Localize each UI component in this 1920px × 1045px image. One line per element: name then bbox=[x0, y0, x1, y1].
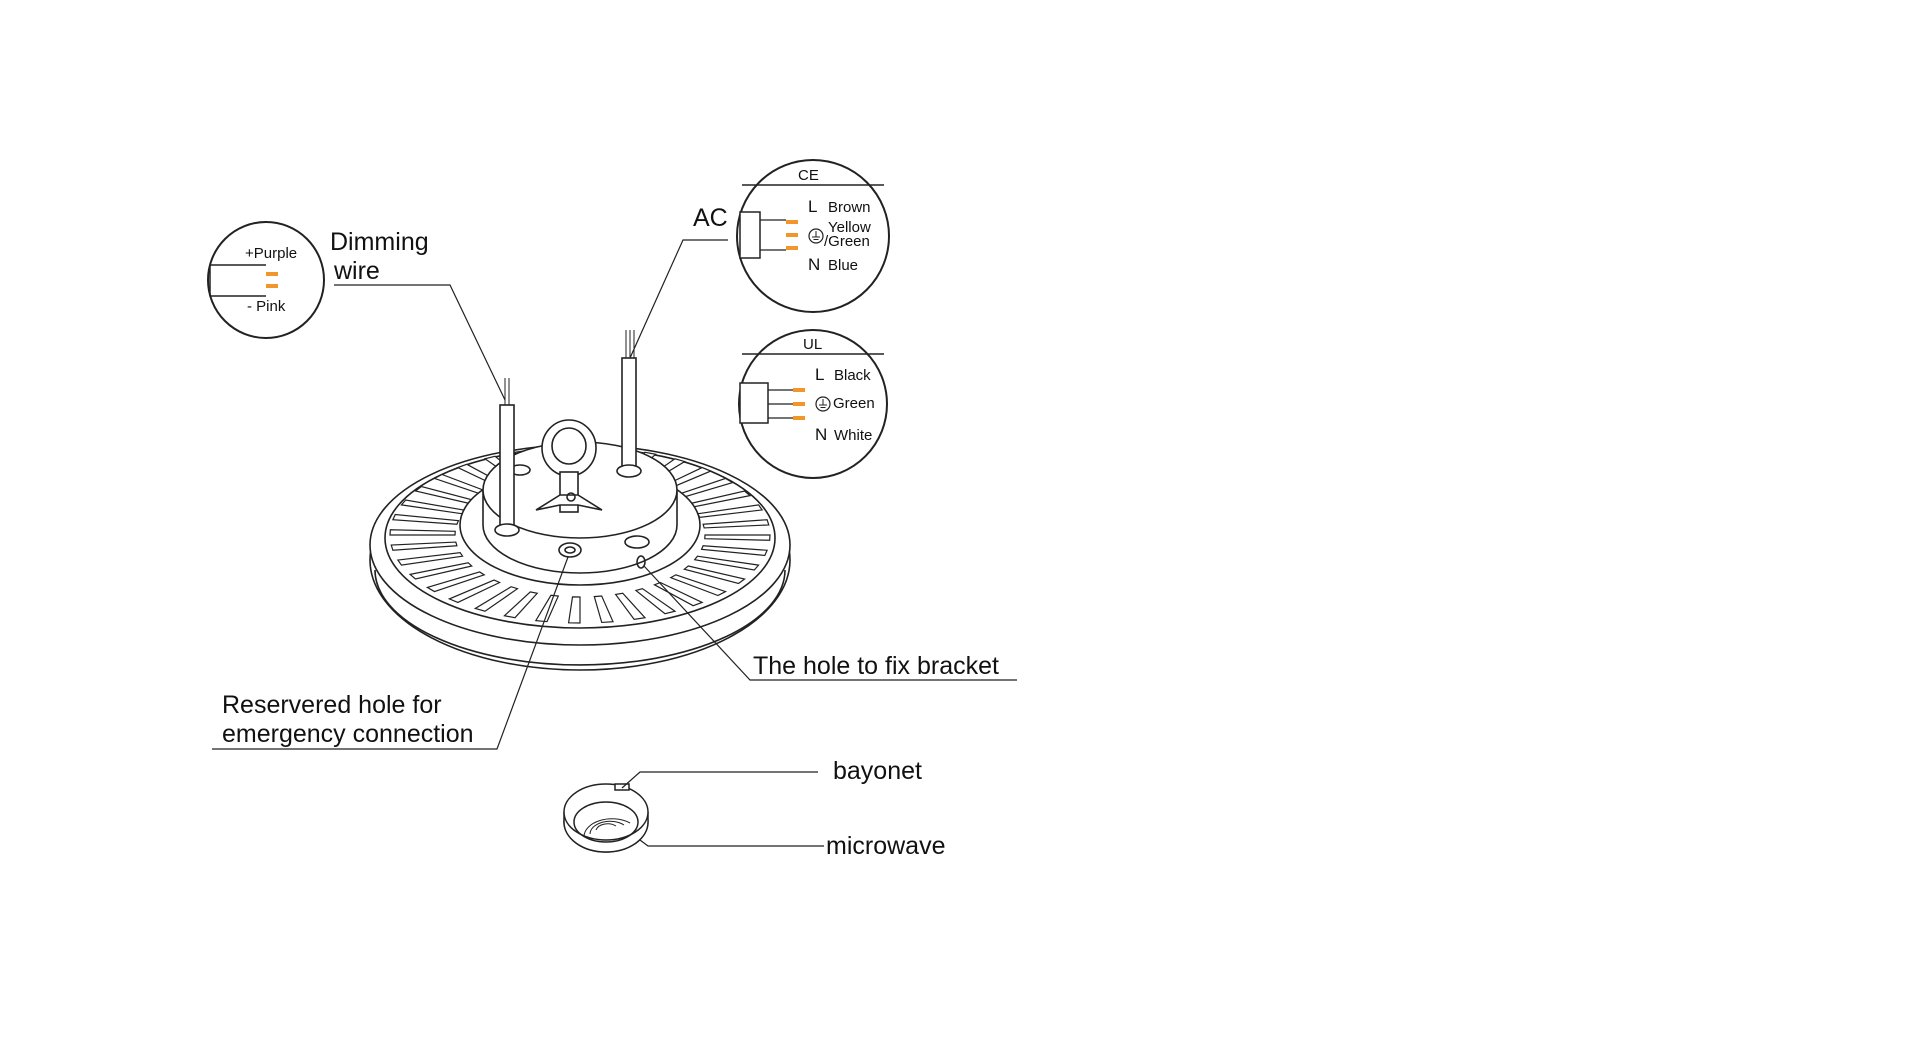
heat-sink-fin bbox=[593, 595, 614, 624]
emergency-label-line1: Reservered hole for bbox=[222, 691, 442, 719]
heat-sink-fin bbox=[669, 574, 728, 597]
bracket-leader-line bbox=[643, 565, 1017, 681]
heat-sink-fin bbox=[425, 571, 486, 593]
heat-sink-fin bbox=[396, 552, 464, 566]
ce-n-mark: N bbox=[808, 255, 820, 274]
ce-detail-circle: CE L Brown Yellow /Green N Blue bbox=[736, 159, 890, 313]
heat-sink-fin bbox=[503, 591, 539, 619]
ul-white-label: White bbox=[834, 427, 872, 444]
microwave-sensor-illustration bbox=[563, 783, 649, 853]
heat-sink-fin bbox=[473, 586, 519, 612]
dimming-label-line1: Dimming bbox=[330, 228, 429, 256]
bayonet-leader-line bbox=[621, 771, 818, 789]
emergency-label-line2: emergency connection bbox=[222, 720, 474, 748]
heat-sink-fin bbox=[567, 596, 581, 624]
pink-wire-tip bbox=[266, 284, 278, 288]
heat-sink-fin bbox=[704, 534, 771, 541]
bayonet-tab bbox=[614, 783, 630, 791]
ac-leader-line bbox=[629, 239, 728, 359]
bracket-hole-label: The hole to fix bracket bbox=[753, 652, 999, 680]
heat-sink-fin bbox=[693, 555, 760, 571]
emergency-leader-line bbox=[212, 556, 569, 750]
heat-sink-fin bbox=[408, 562, 473, 580]
heat-sink-fin bbox=[702, 519, 770, 529]
ce-brown-label: Brown bbox=[828, 199, 871, 216]
ce-earth-icon bbox=[808, 228, 824, 244]
ul-green-label: Green bbox=[833, 395, 875, 412]
microwave-leader-line bbox=[639, 839, 824, 847]
ul-earth-icon bbox=[815, 396, 831, 412]
ul-l-mark: L bbox=[815, 365, 824, 384]
heat-sink-fin bbox=[700, 545, 769, 557]
heat-sink-fin bbox=[447, 579, 502, 604]
ce-l-mark: L bbox=[808, 197, 817, 216]
ul-title: UL bbox=[803, 336, 822, 353]
purple-wire-tip bbox=[266, 272, 278, 276]
ce-title: CE bbox=[798, 167, 819, 184]
dimming-plus-label: +Purple bbox=[245, 245, 297, 262]
ul-detail-circle: UL L Black Green N White bbox=[738, 329, 888, 479]
dimming-leader-line bbox=[334, 284, 506, 401]
heat-sink-fin bbox=[390, 541, 458, 551]
heat-sink-fin bbox=[653, 581, 704, 607]
ce-yellow-label: Yellow bbox=[828, 219, 871, 236]
heat-sink-fin bbox=[391, 513, 460, 525]
bayonet-label: bayonet bbox=[833, 757, 922, 785]
ul-black-label: Black bbox=[834, 367, 871, 384]
ul-n-mark: N bbox=[815, 425, 827, 444]
microwave-label: microwave bbox=[826, 832, 945, 860]
dimming-label-line2: wire bbox=[333, 257, 380, 285]
heat-sink-fin bbox=[634, 588, 677, 615]
bracket-hole bbox=[636, 555, 646, 569]
dimming-minus-label: - Pink bbox=[247, 298, 286, 315]
ce-green-label: /Green bbox=[824, 233, 870, 250]
ac-label: AC bbox=[693, 204, 728, 232]
ce-blue-label: Blue bbox=[828, 257, 858, 274]
heat-sink-fin bbox=[389, 529, 456, 536]
heat-sink-fin bbox=[614, 592, 647, 620]
high-bay-lamp-illustration bbox=[369, 330, 791, 671]
dimming-detail-circle: +Purple - Pink bbox=[207, 221, 325, 339]
heat-sink-fin bbox=[683, 565, 746, 585]
emergency-hole bbox=[558, 542, 582, 558]
